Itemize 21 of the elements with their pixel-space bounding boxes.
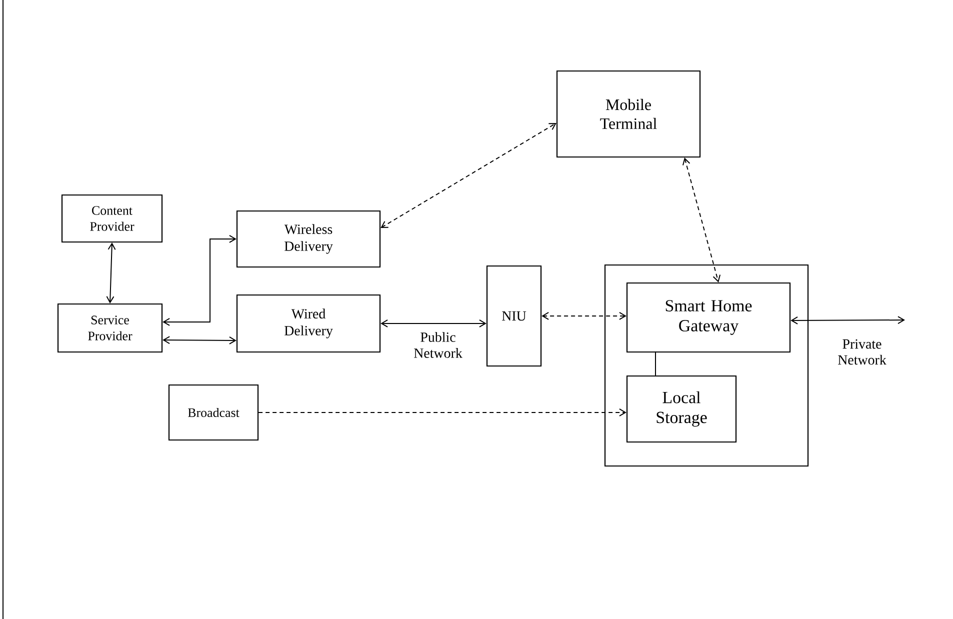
arrow bbox=[542, 312, 626, 320]
process-box: Broadcast bbox=[168, 384, 259, 441]
process-box: Wired Delivery bbox=[236, 294, 381, 353]
device-frame bbox=[604, 264, 809, 467]
arrow bbox=[790, 316, 905, 324]
process-box: Smart Home Gateway bbox=[626, 282, 791, 353]
arrow bbox=[162, 235, 236, 326]
process-box: Mobile Terminal bbox=[556, 70, 701, 158]
process-box: Service Provider bbox=[57, 303, 163, 353]
process-box: Local Storage bbox=[626, 375, 737, 443]
arrow bbox=[258, 408, 626, 416]
arrow bbox=[682, 158, 721, 282]
arrow bbox=[380, 123, 556, 228]
arrow bbox=[380, 320, 486, 328]
arrow bbox=[162, 336, 236, 344]
edge-label: Public Network bbox=[402, 331, 474, 359]
process-box: NIU bbox=[486, 265, 542, 367]
arrow bbox=[106, 242, 116, 304]
process-box: Wireless Delivery bbox=[236, 210, 381, 268]
process-box: Content Provider bbox=[61, 194, 163, 243]
edge-label: Private Network bbox=[826, 338, 898, 366]
